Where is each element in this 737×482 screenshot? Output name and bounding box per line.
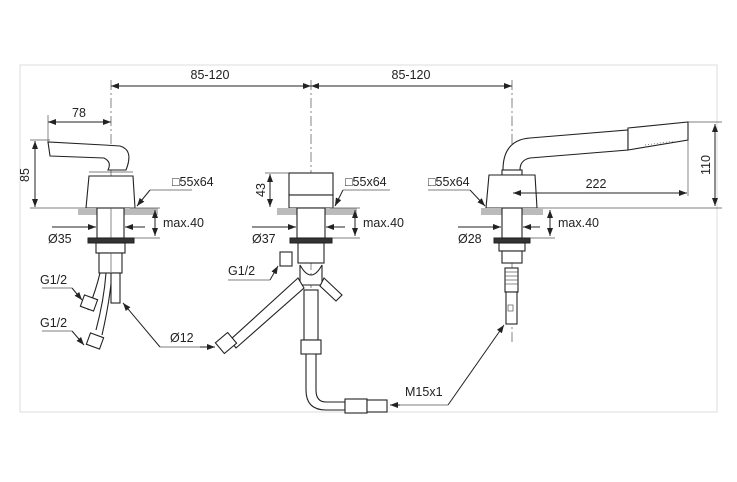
deck-thickness-label: max.40 bbox=[163, 216, 204, 230]
height-label: 43 bbox=[254, 183, 268, 197]
connection-label: G1/2 bbox=[228, 264, 255, 278]
shower-height-label: 110 bbox=[699, 155, 713, 175]
height-label: 85 bbox=[18, 168, 32, 182]
shaft bbox=[296, 207, 326, 239]
shower-body bbox=[485, 174, 538, 209]
connection-label-1: G1/2 bbox=[40, 273, 67, 287]
hose-thread-label: M15x1 bbox=[405, 385, 443, 399]
connector-g12 bbox=[279, 251, 293, 267]
spacing-label-left: 85-120 bbox=[191, 68, 230, 82]
connector-g12-1 bbox=[79, 294, 99, 312]
mounting-flange bbox=[493, 237, 531, 244]
hand-shower-handle bbox=[502, 129, 629, 171]
right-hand-shower-unit: 110 222 □55x64 max.40 Ø28 bbox=[428, 121, 722, 325]
connector-g12-2 bbox=[85, 332, 105, 350]
mounting-flange bbox=[289, 237, 333, 244]
diameter-label: Ø35 bbox=[48, 232, 72, 246]
deck-thickness-label: max.40 bbox=[558, 216, 599, 230]
middle-valve-unit: 43 □55x64 max.40 Ø37 G1/2 M15x1 bbox=[214, 172, 505, 414]
shaft bbox=[501, 207, 523, 239]
hose-nut bbox=[366, 399, 388, 413]
base-size-label: □55x64 bbox=[428, 175, 470, 189]
spacing-dimension-left: 85-120 bbox=[111, 68, 311, 89]
valve-cap bbox=[288, 172, 334, 196]
lever-handle bbox=[47, 141, 130, 171]
shower-reach-label: 222 bbox=[586, 177, 607, 191]
spacing-dimension-right: 85-120 bbox=[311, 68, 512, 89]
shaft bbox=[96, 207, 125, 239]
handle-reach-label: 78 bbox=[72, 106, 86, 120]
pipe-diameter-label: Ø12 bbox=[170, 331, 194, 345]
connection-label-2: G1/2 bbox=[40, 316, 67, 330]
outlet-pipe bbox=[303, 289, 319, 341]
mixer-body bbox=[85, 175, 136, 209]
deck-thickness-label: max.40 bbox=[363, 216, 404, 230]
mounting-flange bbox=[87, 237, 135, 244]
inlet-hose bbox=[229, 277, 305, 349]
shower-head bbox=[627, 121, 689, 151]
base-size-label: □55x64 bbox=[172, 175, 214, 189]
base-size-label: □55x64 bbox=[345, 175, 387, 189]
diameter-label: Ø28 bbox=[458, 232, 482, 246]
left-mixer-unit: 78 85 □55x64 max.40 Ø35 G1/2 G1/2 bbox=[18, 106, 215, 350]
diameter-label: Ø37 bbox=[252, 232, 276, 246]
shower-hose bbox=[305, 353, 346, 411]
spacing-label-right: 85-120 bbox=[392, 68, 431, 82]
